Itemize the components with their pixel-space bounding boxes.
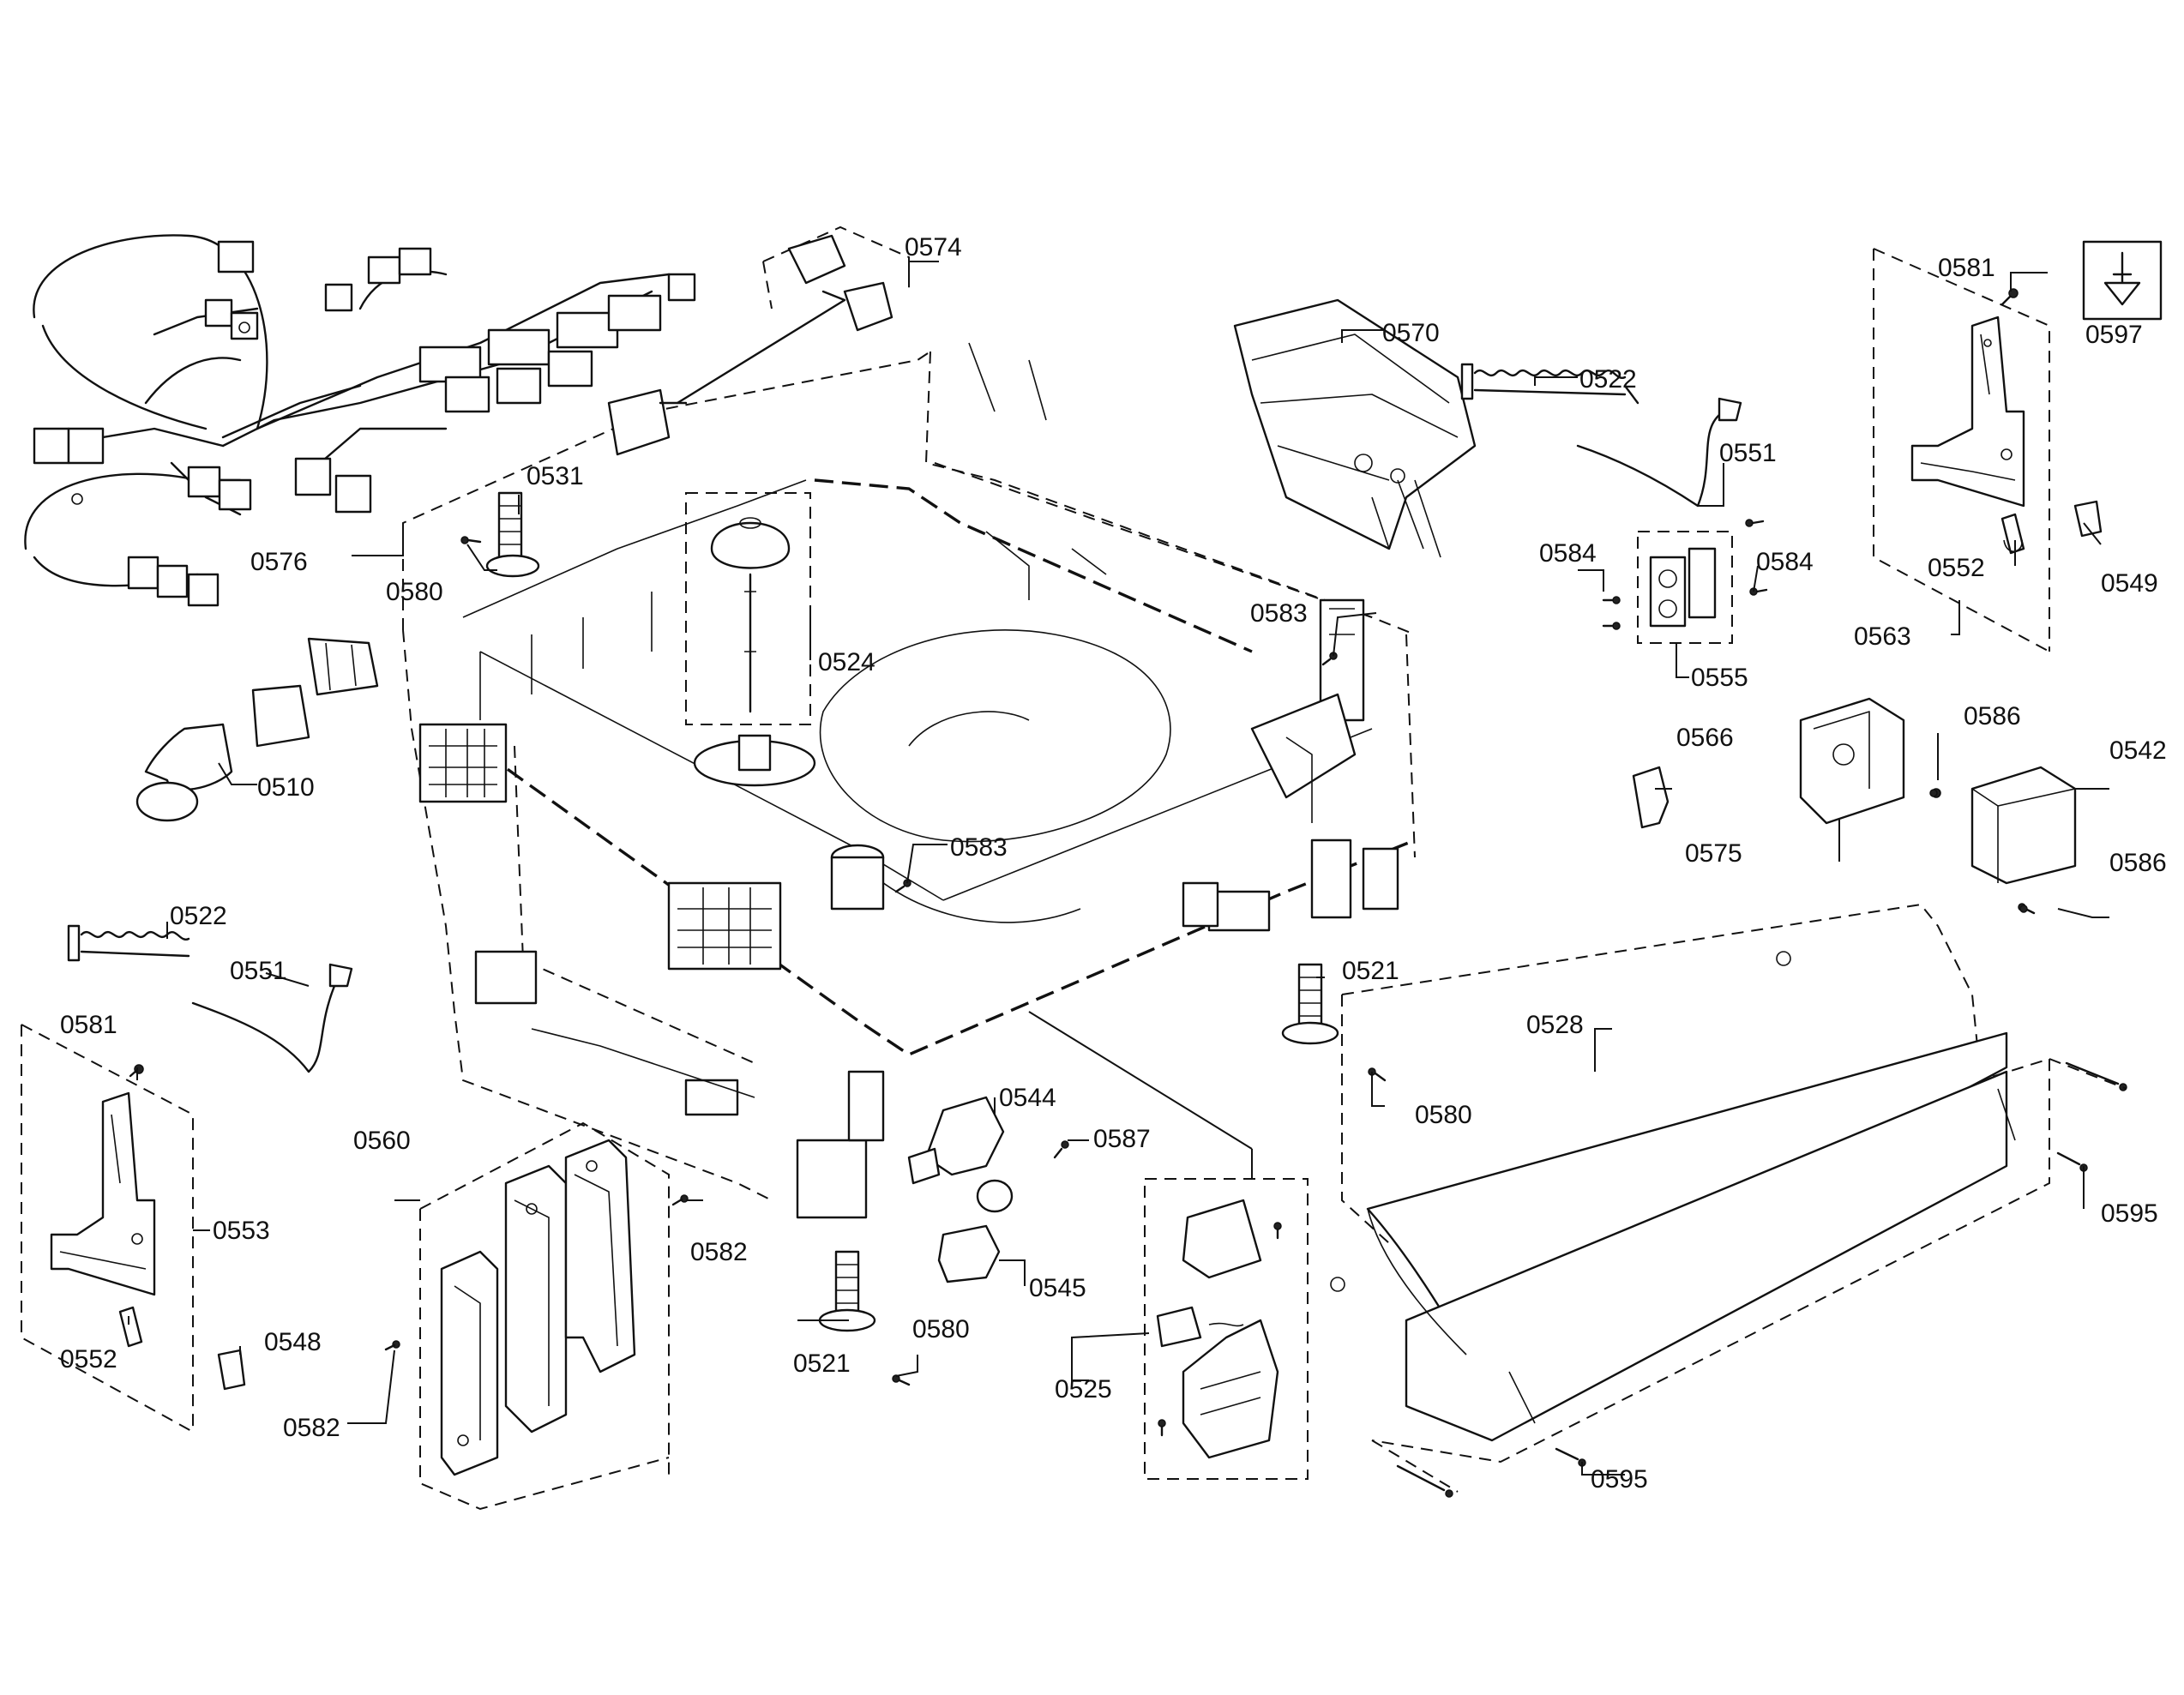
part-label-0563: 0563 [1854, 622, 1911, 651]
part-label-0552: 0552 [60, 1345, 117, 1373]
part-label-0551: 0551 [1719, 439, 1777, 467]
part-label-0510: 0510 [257, 773, 315, 802]
part-label-0544: 0544 [999, 1084, 1056, 1112]
part-label-0581: 0581 [60, 1011, 117, 1039]
part-label-0548: 0548 [264, 1328, 322, 1356]
part-label-0566: 0566 [1676, 724, 1734, 752]
part-label-0531: 0531 [526, 462, 584, 490]
part-label-0582: 0582 [283, 1414, 340, 1442]
part-0574-cable [607, 225, 910, 456]
part-0563-hinge-right [1873, 248, 2103, 652]
part-label-0580: 0580 [1415, 1101, 1472, 1129]
part-label-0576: 0576 [250, 548, 308, 576]
part-label-0583: 0583 [1250, 599, 1308, 628]
part-0522-spring-left [67, 924, 190, 962]
part-label-0570: 0570 [1382, 319, 1440, 347]
part-label-0587: 0587 [1093, 1125, 1151, 1153]
part-0525-assembly [1144, 1178, 1309, 1480]
part-label-0580: 0580 [386, 578, 443, 606]
part-0597-icon [2082, 240, 2163, 321]
part-label-0525: 0525 [1055, 1375, 1112, 1403]
part-label-0551: 0551 [230, 957, 287, 985]
part-label-0574: 0574 [905, 233, 962, 261]
part-label-0552: 0552 [1928, 554, 1985, 582]
part-0560-hinge-center [384, 1121, 689, 1511]
part-label-0584: 0584 [1539, 539, 1597, 568]
part-label-0575: 0575 [1685, 839, 1742, 868]
part-label-0553: 0553 [213, 1217, 270, 1245]
part-0570-panel [1233, 298, 1477, 558]
leader-lines [128, 261, 2109, 1476]
part-label-0522: 0522 [1579, 365, 1637, 394]
part-0524-spray-hub [685, 492, 811, 725]
part-0551-cable-top [1576, 397, 1742, 508]
part-0544-valve [907, 1096, 1014, 1283]
part-number-labels: 0574 0570 0522 0581 0597 0551 0531 0576 0580 0584… [60, 233, 2167, 1494]
part-label-0521: 0521 [793, 1349, 851, 1378]
part-label-0595: 0595 [2101, 1199, 2158, 1228]
part-label-0542: 0542 [2109, 736, 2167, 765]
wiring-harness [24, 234, 696, 607]
part-0555-bracket [1602, 519, 1768, 644]
part-label-0586: 0586 [2109, 849, 2167, 877]
base-vents-left [418, 723, 782, 1116]
part-0522-spring-top [1460, 363, 1640, 405]
part-label-0582: 0582 [690, 1238, 748, 1266]
part-label-0555: 0555 [1691, 664, 1748, 692]
part-0551-cable-left [191, 963, 353, 1073]
part-label-0524: 0524 [818, 648, 875, 676]
part-label-0597: 0597 [2085, 321, 2143, 349]
part-label-0560: 0560 [353, 1127, 411, 1155]
part-0531-foot [460, 491, 540, 578]
part-label-0580: 0580 [912, 1315, 970, 1343]
part-label-0528: 0528 [1526, 1011, 1584, 1039]
part-label-0583: 0583 [950, 833, 1008, 862]
part-0528-toe-kick [1330, 903, 2127, 1498]
part-label-0545: 0545 [1029, 1274, 1086, 1302]
part-label-0522: 0522 [170, 902, 227, 930]
part-0510-hose [135, 637, 379, 822]
part-label-0584: 0584 [1756, 548, 1814, 576]
base-tub-assembly [402, 342, 1416, 1219]
part-label-0581: 0581 [1938, 254, 1995, 282]
part-label-0595: 0595 [1591, 1465, 1648, 1494]
part-0553-hinge-left [21, 1024, 246, 1433]
part-label-0549: 0549 [2101, 569, 2158, 598]
part-label-0521: 0521 [1342, 957, 1399, 985]
part-label-0586: 0586 [1964, 702, 2021, 730]
part-0575-0542-cluster [1632, 697, 2077, 913]
